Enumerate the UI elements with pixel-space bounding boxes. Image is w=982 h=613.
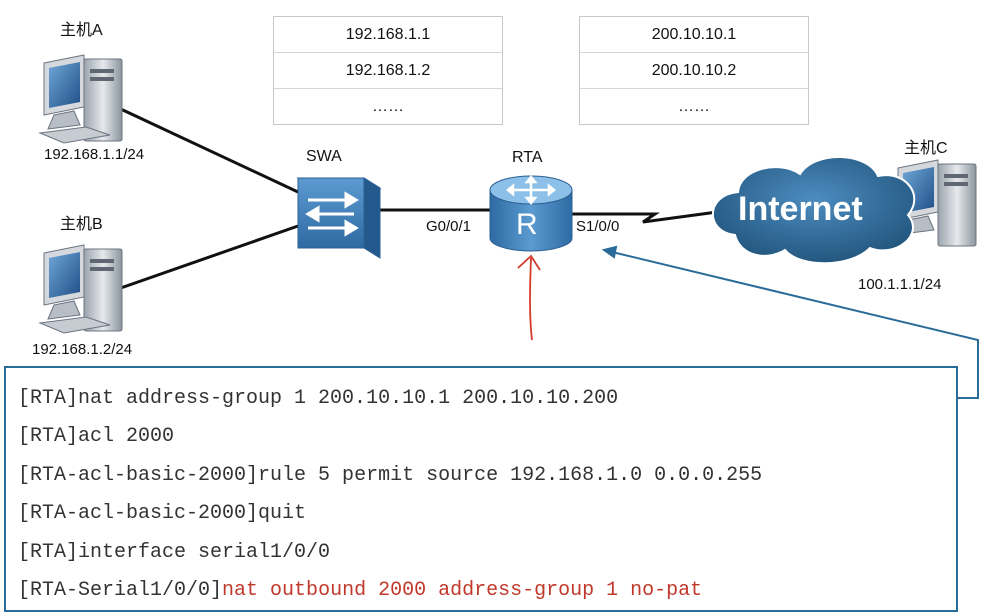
cli-line: [RTA-acl-basic-2000]rule 5 permit source… (18, 457, 956, 495)
switch-icon (296, 177, 382, 259)
switch-label: SWA (306, 148, 342, 165)
cli-command: interface serial1/0/0 (78, 540, 331, 564)
cli-line: [RTA]interface serial1/0/0 (18, 534, 956, 572)
cli-line: [RTA]nat address-group 1 200.10.10.1 200… (18, 380, 956, 418)
cli-command: quit (258, 502, 307, 526)
interface-g0-0-1: G0/0/1 (426, 218, 472, 235)
host-b-name: 主机B (60, 216, 103, 233)
pool-entry: 192.168.1.1 (274, 17, 502, 53)
internet-cloud-icon (711, 156, 916, 265)
router-icon (489, 174, 573, 252)
host-b-ip: 192.168.1.2/24 (32, 341, 133, 358)
cli-prompt: [RTA] (18, 425, 79, 449)
router-label: RTA (512, 149, 543, 166)
internet-label: Internet (738, 190, 863, 228)
link-hostA-swa (109, 102, 299, 194)
pool-entry: …… (678, 98, 710, 115)
cli-prompt: [RTA] (18, 540, 79, 564)
host-b-computer-icon (38, 244, 123, 334)
callout-arrow (601, 245, 979, 399)
cli-command: nat address-group 1 200.10.10.1 200.10.1… (78, 387, 619, 410)
cli-command: acl 2000 (78, 425, 175, 449)
cli-line: [RTA-acl-basic-2000]quit (18, 495, 956, 533)
cli-prompt: [RTA] (18, 387, 79, 410)
pool-entry: 200.10.10.2 (580, 53, 808, 89)
interface-s1-0-0: S1/0/0 (576, 218, 620, 235)
host-a-computer-icon (38, 54, 123, 144)
cli-line: [RTA]acl 2000 (18, 418, 956, 456)
links (109, 102, 733, 292)
pool-entry: …… (372, 98, 404, 115)
cli-prompt: [RTA-acl-basic-2000] (18, 502, 259, 526)
cli-config-box: [RTA]nat address-group 1 200.10.10.1 200… (4, 366, 958, 612)
cli-prompt: [RTA-Serial1/0/0] (18, 578, 223, 602)
host-a-name: 主机A (60, 22, 103, 39)
cli-line: [RTA-Serial1/0/0]nat outbound 2000 addre… (18, 572, 956, 610)
pool-entry: 200.10.10.1 (580, 17, 808, 53)
host-c-name: 主机C (904, 140, 948, 157)
pool-entry: 192.168.1.2 (274, 53, 502, 89)
host-c-ip: 100.1.1.1/24 (858, 276, 942, 293)
cli-command: nat outbound 2000 address-group 1 no-pat (222, 578, 703, 602)
annotation-arrow (517, 254, 541, 341)
cli-prompt: [RTA-acl-basic-2000] (18, 463, 259, 487)
cli-command: rule 5 permit source 192.168.1.0 0.0.0.2… (258, 463, 763, 487)
link-hostB-swa (114, 224, 299, 292)
link-rta-internet-serial (572, 208, 733, 224)
router-glyph: R (516, 208, 538, 241)
host-a-ip: 192.168.1.1/24 (44, 146, 145, 163)
